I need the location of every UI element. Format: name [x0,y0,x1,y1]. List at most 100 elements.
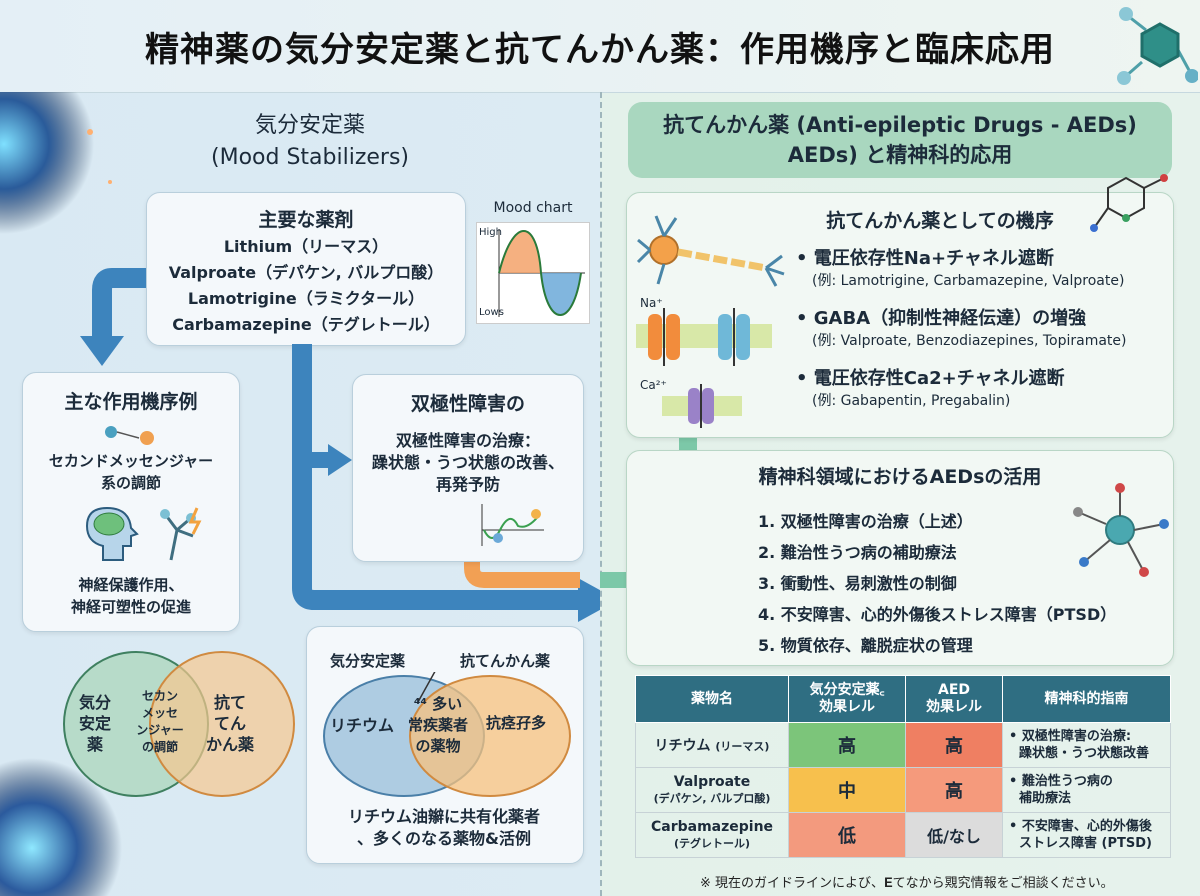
mechanism-item-sub: (例: Lamotrigine, Carbamazepine, Valproat… [812,273,1125,289]
neuron-icon [636,215,785,287]
right-heading-jp: AEDs) と精神科的応用 [787,143,1013,167]
aed-effect-cell: 高 [905,722,1003,768]
psych-use-list: 1. 双極性障害の治療（上述） 2. 難治性うつ病の補助療法 3. 衝動性、易刺… [758,506,1116,661]
bipolar-text: 躁状態・うつ状態の改善、 [371,453,564,472]
molecule-network-icon [1073,483,1169,577]
flow-arrows [80,268,600,622]
venn-diagram-2 [323,672,571,797]
psych-use-label: 精神科領域におけるAEDsの活用 [758,466,1042,488]
bipolar-panel: 双極性障害の 双極性障害の治療： 躁状態・うつ状態の改善、 再発予防 [352,374,584,562]
second-messenger-text: 系の調節 [100,474,161,492]
venn1-center-text: メッセ [141,706,178,720]
ion-channel-icon-na [636,308,772,366]
venn2-caption-text: 、多くのなる薬物&活例 [357,829,531,848]
drug-name: Valproate [673,774,751,790]
aed-mechanism-list: • 電圧依存性Na+チャネル遮断 (例: Lamotrigine, Carbam… [796,248,1168,412]
venn2-right-label: 抗てんかん薬 [460,652,551,670]
bipolar-text: 再発予防 [435,475,500,494]
drug-item: Lithium（リーマス） [223,237,389,256]
footnote: ※ 現在のガイドラインによび、𝐄てなから覭究情報をご相談ください。 [700,876,1114,891]
mood-chart-label: Mood chart [493,200,573,216]
psych-use-item: 5. 物質依存、離脱症状の管理 [758,636,973,655]
ion-channel-icon-ca [662,384,742,428]
right-heading-en: 抗てんかん薬 (Anti-epileptic Drugs - AEDs) [663,113,1137,137]
venn1-center-text: ンジャー [136,723,184,737]
venn2-left-label: 気分安定薬 [330,652,406,670]
psych-use-item: 3. 衝動性、易刺激性の制御 [758,574,957,593]
bipolar-text: 双極性障害の治療： [395,431,540,450]
guide-cell: • 不安障害、心的外傷後ストレス障害 (PTSD) [1002,812,1171,858]
mood-stabilize-icon [481,504,544,546]
guide-text: 躁状態・うつ状態改善 [1019,746,1150,761]
guide-text: ストレス障害 (PTSD) [1019,836,1152,851]
mechanism-item-sub: (例: Gabapentin, Pregabalin) [812,393,1011,409]
table-row: Carbamazepine(テグレトール) 低 低/なし • 不安障害、心的外傷… [635,812,1171,858]
venn2-center-text: 常疾薬者 [407,716,468,734]
drug-name-sub: (デパケン, バルプロ酸) [653,792,771,805]
bipolar-label: 双極性障害の [410,393,525,415]
venn1-right-text: かん薬 [205,735,254,754]
venn2-center: ⁴⁴ 多い 常疾薬者 の薬物 [396,694,480,757]
panel-divider [600,92,602,896]
drug-item: Lamotrigine（ラミクタール） [187,289,425,308]
mechanism-item-title: • 電圧依存性Na+チャネル遮断 [796,248,1054,269]
main-drugs-panel: 主要な薬剤 Lithium（リーマス） Valproate（デパケン, バルプロ… [146,192,466,346]
table-row: リチウム (リーマス) 高 高 • 双極性障害の治療:躁状態・うつ状態改善 [635,722,1171,768]
mood-low-label: Lows [479,307,504,318]
venn1-center-text: セカン [141,689,178,703]
venn2-left: リチウム [330,716,395,735]
table-header-row: 薬物名 気分安定薬꜀ 効果レル AED 効果レル 精神科的指南 [635,675,1171,723]
drug-item: Valproate（デパケン, バルプロ酸） [168,263,444,282]
mood-chart: High Lows [476,222,590,324]
venn1-right-text: 抗て [213,693,246,712]
venn1-left-text: 気分 [78,693,111,712]
guide-cell: • 難治性うつ病の補助療法 [1002,767,1171,813]
page-title: 精神薬の気分安定薬と抗てんかん薬：作用機序と臨床応用 [145,30,1055,70]
table-header: AED 効果レル [905,675,1003,723]
drug-name-cell: Carbamazepine (テグレトール) [635,812,789,858]
second-messenger-icon [105,426,154,445]
guide-text: • 双極性障害の治療: [1009,729,1132,744]
mechanism-item-title: • GABA（抑制性神経伝達）の増強 [796,308,1087,329]
table-header: 薬物名 [635,675,789,723]
aed-effect-cell: 高 [905,767,1003,813]
venn1-left: 気分 安定 薬 [70,692,120,755]
guide-cell: • 双極性障害の治療: 躁状態・うつ状態改善 [1002,722,1171,768]
table-header: 精神科的指南 [1002,675,1171,723]
title-bar [0,0,1200,93]
aed-effect-cell: 低/なし [905,812,1003,858]
mechanism-item-sub: (例: Valproate, Benzodiazepines, Topirama… [812,333,1127,349]
left-heading: 気分安定薬 (Mood Stabilizers) [180,110,440,174]
venn1-center-text: の調節 [141,740,178,754]
left-heading-jp: 気分安定薬 [254,113,365,138]
venn1-right: 抗て てん かん薬 [202,692,258,755]
venn2-center-text: の薬物 [415,737,461,755]
table-row: Valproate (デパケン, バルプロ酸) 中 高 • 難治性うつ病の補助療法 [635,767,1171,813]
right-heading: 抗てんかん薬 (Anti-epileptic Drugs - AEDs) AED… [628,102,1172,178]
left-heading-en: (Mood Stabilizers) [211,145,409,170]
drug-name-cell: Valproate (デパケン, バルプロ酸) [635,767,789,813]
guide-text: • 不安障害、心的外傷後 [1009,819,1152,834]
na-ion-label: Na⁺ [640,296,663,310]
neuron-glow-icon [0,92,130,252]
neuroprotect-text: 神経可塑性の促進 [70,598,191,616]
venn1-left-text: 薬 [86,735,103,754]
venn2-caption-text: リチウム油辮に共有化薬者 [347,807,540,826]
guide-text: • 難治性うつ病の [1009,774,1113,789]
venn-diagram-1 [63,651,295,797]
drug-name-sub: (テグレトール) [673,837,751,850]
psych-use-item: 2. 難治性うつ病の補助療法 [758,543,957,562]
drug-name: Carbamazepine [650,819,774,835]
comparison-table: 薬物名 気分安定薬꜀ 効果レル AED 効果レル 精神科的指南 リチウム (リー… [635,675,1171,858]
mechanism-item-title: • 電圧依存性Ca2+チャネル遮断 [796,368,1065,389]
psych-use-item: 1. 双極性障害の治療（上述） [758,512,973,531]
drug-name: リチウム [654,738,711,754]
venn2-caption: リチウム油辮に共有化薬者 、多くのなる薬物&活例 [312,806,576,850]
mood-effect-cell: 中 [788,767,906,813]
molecule-icon [1117,7,1198,85]
guide-text: 補助療法 [1019,791,1072,806]
psych-use-item: 4. 不安障害、心的外傷後ストレス障害（PTSD） [758,605,1117,624]
venn1-right-text: てん [213,714,246,733]
aed-mechanism-label: 抗てんかん薬としての機序 [826,210,1054,232]
venn2-right: 抗痉孖多 [486,714,547,732]
